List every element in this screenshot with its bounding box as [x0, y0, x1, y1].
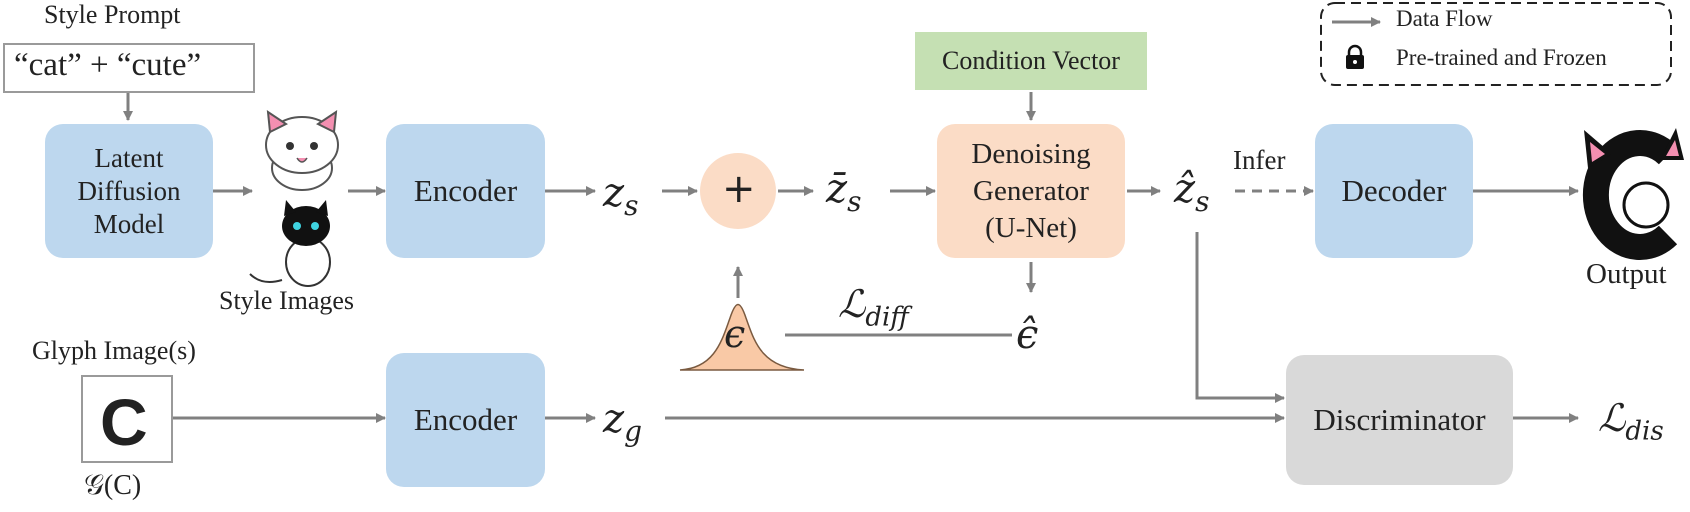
- z-bar-main: z̄: [826, 166, 848, 212]
- denoiser-label-line1: Denoising: [971, 137, 1091, 170]
- encoder-bottom-label: Encoder: [413, 402, 518, 437]
- glyph-image-frame: [81, 375, 173, 463]
- discriminator-block: Discriminator: [1286, 355, 1513, 485]
- style-prompt-frame: [3, 43, 255, 93]
- z-hat-main: ẑ: [1174, 166, 1196, 212]
- z-s-symbol: zs: [603, 170, 638, 222]
- loss-diff-main: ℒ: [838, 282, 866, 326]
- loss-diff-sub: diff: [865, 302, 909, 333]
- glyph-caption: 𝒢(C): [84, 470, 142, 501]
- encoder-top-block: Encoder: [386, 124, 545, 258]
- z-g-symbol: zg: [603, 396, 642, 448]
- z-bar-s-symbol: z̄s: [826, 166, 861, 218]
- z-g-sub: g: [624, 415, 643, 448]
- glyph-images-title: Glyph Image(s): [32, 336, 196, 365]
- discriminator-label: Discriminator: [1313, 402, 1486, 437]
- z-s-sub: s: [624, 189, 639, 222]
- encoder-bottom-block: Encoder: [386, 353, 545, 487]
- noise-add-circle: [700, 153, 776, 229]
- loss-dis-main: ℒ: [1598, 396, 1626, 440]
- output-caption: Output: [1586, 258, 1667, 290]
- style-images-caption: Style Images: [219, 286, 355, 315]
- arrow-zhat-to-discriminator: [1195, 232, 1285, 403]
- loss-dis-sub: dis: [1625, 416, 1664, 447]
- epsilon-symbol: ϵ: [724, 312, 746, 356]
- loss-diff-symbol: ℒdiff: [838, 282, 909, 333]
- denoiser-label-line3: (U-Net): [985, 211, 1077, 244]
- decoder-block: Decoder: [1315, 124, 1473, 258]
- black-cat-image: [249, 200, 331, 287]
- lock-icon: [1346, 44, 1364, 69]
- z-hat-sub: s: [1195, 185, 1210, 218]
- loss-dis-symbol: ℒdis: [1598, 396, 1664, 447]
- z-bar-sub: s: [847, 185, 862, 218]
- epsilon-hat-symbol: ϵ̂: [1016, 312, 1039, 358]
- z-s-main: z: [603, 170, 625, 216]
- condition-vector-label: Condition Vector: [942, 46, 1120, 75]
- encoder-top-label: Encoder: [413, 173, 518, 208]
- legend-data-flow-label: Data Flow: [1396, 6, 1493, 31]
- decoder-label: Decoder: [1341, 173, 1447, 208]
- glyph-letter: C: [100, 385, 148, 459]
- plus-symbol: +: [722, 166, 756, 212]
- legend-frozen-label: Pre-trained and Frozen: [1396, 45, 1607, 70]
- z-g-main: z: [603, 396, 625, 442]
- latent-diffusion-model-block: Latent Diffusion Model: [45, 124, 213, 258]
- z-hat-s-symbol: ẑs: [1174, 166, 1209, 218]
- style-prompt-text: “cat” + “cute”: [14, 47, 202, 83]
- output-cat-glyph-image: [1582, 128, 1684, 260]
- white-cat-image: [265, 109, 339, 191]
- latent-diffusion-model-label: Latent Diffusion Model: [77, 142, 181, 239]
- legend-box: [1320, 2, 1672, 86]
- denoiser-label-line2: Generator: [973, 174, 1089, 207]
- condition-vector-block: Condition Vector: [915, 32, 1147, 90]
- style-prompt-title: Style Prompt: [44, 0, 181, 29]
- infer-label: Infer: [1233, 145, 1286, 175]
- gaussian-noise-shape: [679, 303, 805, 371]
- denoising-generator-block: Denoising Generator (U-Net): [937, 124, 1125, 258]
